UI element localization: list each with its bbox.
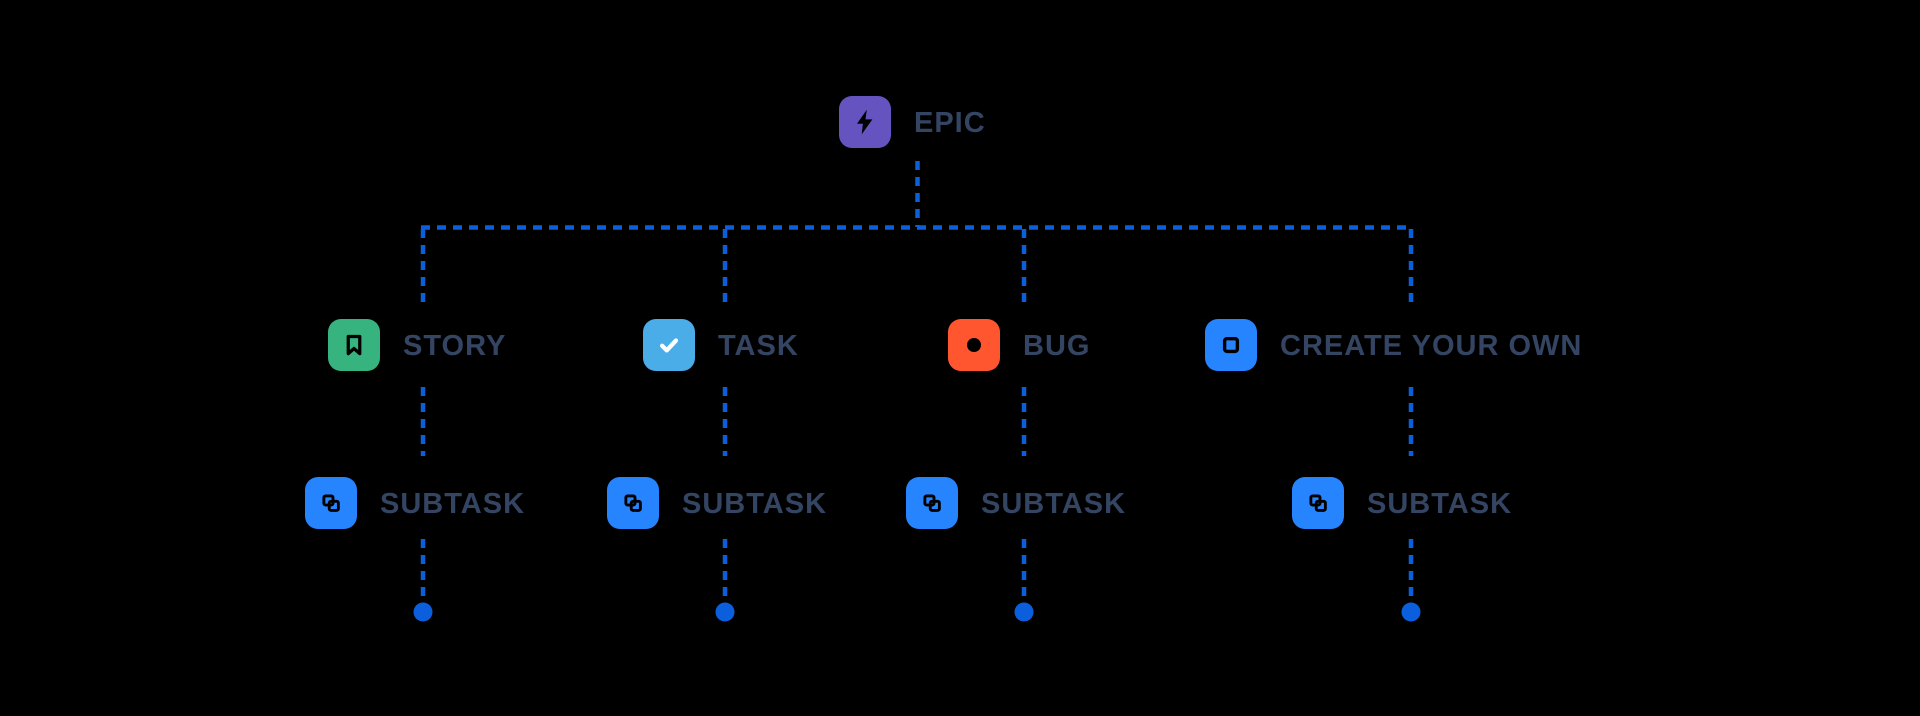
node-label: TASK xyxy=(718,329,799,362)
node-task: TASK xyxy=(643,319,799,371)
subtask-icon xyxy=(305,477,357,529)
connector-endpoint-dot xyxy=(413,602,433,622)
subtask-icon xyxy=(607,477,659,529)
bug-circle-icon xyxy=(948,319,1000,371)
node-subtask-1: SUBTASK xyxy=(305,477,525,529)
node-bug: BUG xyxy=(948,319,1090,371)
node-label: SUBTASK xyxy=(380,487,526,520)
task-checkmark-icon xyxy=(643,319,695,371)
node-label: CREATE YOUR OWN xyxy=(1280,329,1583,362)
subtask-icon xyxy=(906,477,958,529)
node-subtask-2: SUBTASK xyxy=(607,477,827,529)
node-subtask-4: SUBTASK xyxy=(1292,477,1512,529)
node-label: EPIC xyxy=(914,106,986,139)
node-label: BUG xyxy=(1023,329,1091,362)
node-label: STORY xyxy=(403,329,507,362)
node-label: SUBTASK xyxy=(1367,487,1513,520)
node-epic: EPIC xyxy=(839,96,986,148)
custom-type-square-icon xyxy=(1205,319,1257,371)
node-label: SUBTASK xyxy=(682,487,828,520)
connector-endpoint-dot xyxy=(1401,602,1421,622)
node-story: STORY xyxy=(328,319,506,371)
node-create-your-own: CREATE YOUR OWN xyxy=(1205,319,1582,371)
connector-endpoint-dot xyxy=(715,602,735,622)
story-bookmark-icon xyxy=(328,319,380,371)
epic-lightning-icon xyxy=(839,96,891,148)
connector-endpoint-dot xyxy=(1014,602,1034,622)
node-label: SUBTASK xyxy=(981,487,1127,520)
subtask-icon xyxy=(1292,477,1344,529)
node-subtask-3: SUBTASK xyxy=(906,477,1126,529)
